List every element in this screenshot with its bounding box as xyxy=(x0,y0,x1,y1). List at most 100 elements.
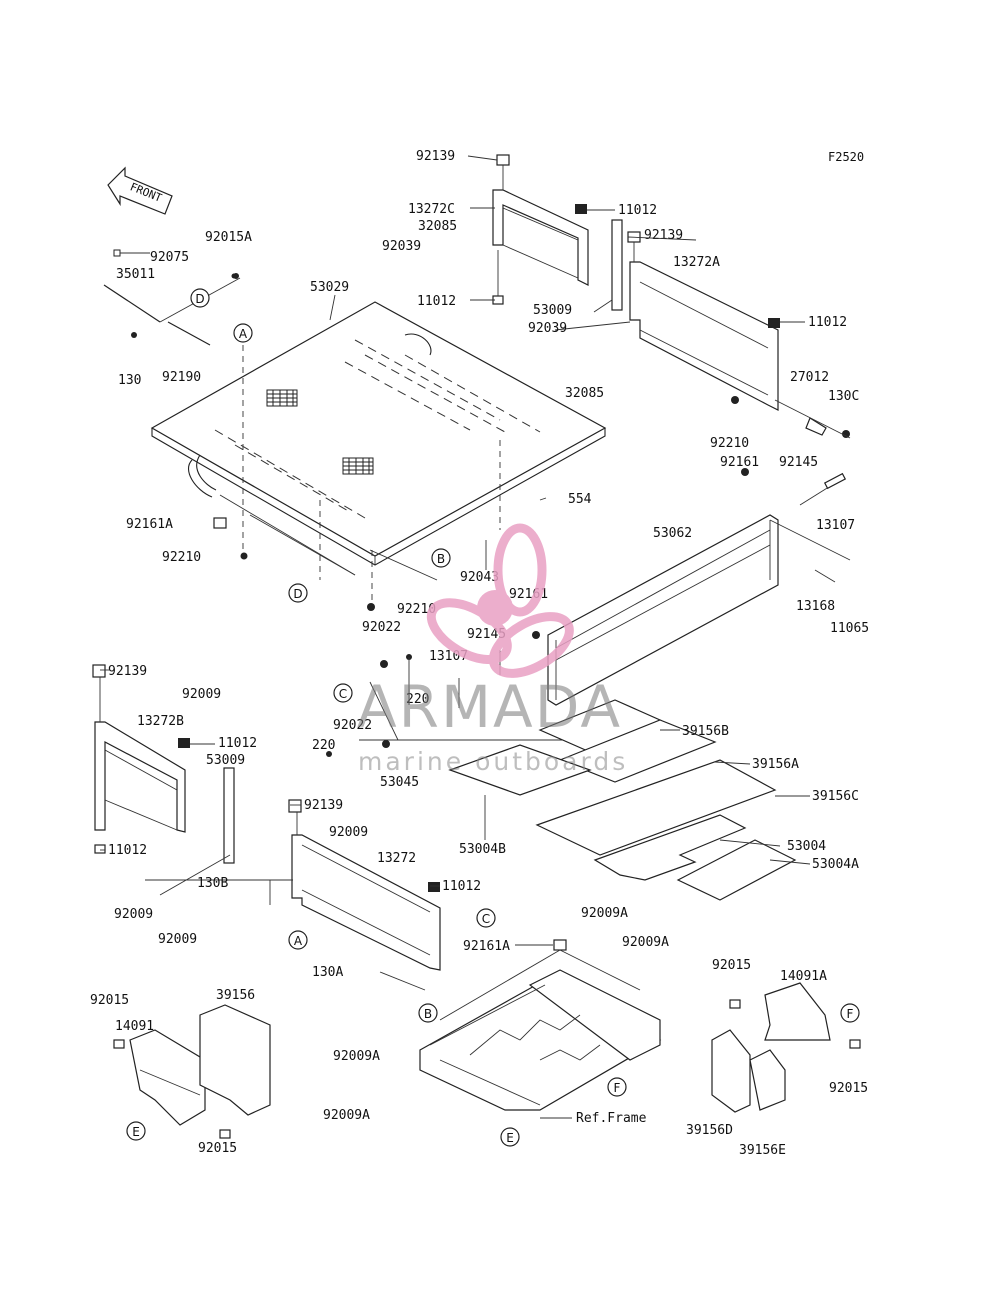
svg-text:F: F xyxy=(847,1007,854,1021)
svg-text:A: A xyxy=(294,934,303,948)
part-label: 53009 xyxy=(533,303,572,318)
part-label: 11012 xyxy=(808,315,847,330)
gate-13272C xyxy=(492,154,589,305)
part-label: 39156E xyxy=(739,1143,786,1158)
part-label: 92015 xyxy=(90,993,129,1008)
watermark-brand: ARMADA xyxy=(357,673,622,741)
part-label: 32085 xyxy=(418,219,457,234)
part-label: 92009A xyxy=(323,1108,370,1123)
part-label: 39156C xyxy=(812,789,859,804)
svg-text:C: C xyxy=(482,912,490,926)
part-label: 92161 xyxy=(720,455,759,470)
cover-14091A xyxy=(729,982,861,1049)
svg-text:B: B xyxy=(424,1007,432,1021)
callout-E-frame: E xyxy=(500,1127,520,1147)
part-label: 92015 xyxy=(829,1081,868,1096)
part-label: 554 xyxy=(568,492,592,507)
reference-frame xyxy=(419,939,662,1111)
callout-E-left: E xyxy=(126,1121,146,1141)
part-label: 220 xyxy=(312,738,335,753)
part-label: 39156D xyxy=(686,1123,733,1138)
part-label: 92015 xyxy=(198,1141,237,1156)
part-label: 92139 xyxy=(416,149,455,164)
part-label: 130B xyxy=(197,876,228,891)
svg-text:D: D xyxy=(195,292,204,306)
callout-C-bottom: C xyxy=(476,908,496,928)
part-label: 92075 xyxy=(150,250,189,265)
part-label: 130C xyxy=(828,389,859,404)
callout-A-bottom: A xyxy=(288,930,308,950)
part-label: 14091 xyxy=(115,1019,154,1034)
part-label: 14091A xyxy=(780,969,827,984)
part-label: 13107 xyxy=(816,518,855,533)
part-label: 92161A xyxy=(463,939,510,954)
fasteners xyxy=(231,273,749,757)
part-label: 92009A xyxy=(622,935,669,950)
watermark-tagline: marine outboards xyxy=(358,747,628,776)
part-label: 92210 xyxy=(710,436,749,451)
part-label: 92210 xyxy=(162,550,201,565)
part-label: 53004A xyxy=(812,857,859,872)
part-label: 92015A xyxy=(205,230,252,245)
part-labels: 92139 13272C 32085 92039 11012 11012 921… xyxy=(90,149,869,1158)
part-label: 39156 xyxy=(216,988,255,1003)
part-label: 92139 xyxy=(304,798,343,813)
part-label: 92145 xyxy=(779,455,818,470)
callout-A-top: A xyxy=(233,323,253,343)
callout-B-bottom: B xyxy=(418,1003,438,1023)
part-label: 92210 xyxy=(397,602,436,617)
part-label: 92039 xyxy=(528,321,567,336)
part-label: 11012 xyxy=(618,203,657,218)
callout-D-top: D xyxy=(190,288,210,308)
callout-B-top: B xyxy=(431,548,451,568)
part-label: 92022 xyxy=(333,718,372,733)
part-label: 11012 xyxy=(417,294,456,309)
part-label: 13168 xyxy=(796,599,835,614)
part-label: 13272C xyxy=(408,202,455,217)
part-label: 92009A xyxy=(333,1049,380,1064)
part-label: 53004B xyxy=(459,842,506,857)
propeller-logo-icon xyxy=(426,523,574,678)
part-label-53029: 53029 xyxy=(310,280,349,295)
watermark: ARMADA marine outboards xyxy=(357,523,628,776)
part-label: 11012 xyxy=(218,736,257,751)
part-label: 92009 xyxy=(182,687,221,702)
cover-14091 xyxy=(113,1029,231,1139)
part-label: 11012 xyxy=(108,843,147,858)
part-label: 92139 xyxy=(644,228,683,243)
part-label: 92043 xyxy=(460,570,499,585)
figure-code: F2520 xyxy=(828,150,864,164)
part-label: 35011 xyxy=(116,267,155,282)
part-label: 92009 xyxy=(114,907,153,922)
part-label: 92015 xyxy=(712,958,751,973)
part-label: 27012 xyxy=(790,370,829,385)
part-label: 39156A xyxy=(752,757,799,772)
svg-text:B: B xyxy=(437,552,445,566)
part-label: 92190 xyxy=(162,370,201,385)
part-label: 92039 xyxy=(382,239,421,254)
callout-F-right: F xyxy=(840,1003,860,1023)
svg-text:F: F xyxy=(614,1081,621,1095)
part-label: 13272 xyxy=(377,851,416,866)
part-label: 92022 xyxy=(362,620,401,635)
svg-text:D: D xyxy=(293,587,302,601)
part-label: 11012 xyxy=(442,879,481,894)
part-label: 53062 xyxy=(653,526,692,541)
front-arrow-icon: FRONT xyxy=(107,166,173,215)
callout-C-top: C xyxy=(333,683,353,703)
callout-F-frame: F xyxy=(607,1077,627,1097)
part-label: 53009 xyxy=(206,753,245,768)
side-panel-13272A xyxy=(611,219,780,411)
part-label: 92009A xyxy=(581,906,628,921)
pads-39156-DE xyxy=(711,1029,786,1113)
ref-frame-label: Ref.Frame xyxy=(576,1111,647,1126)
part-label: 32085 xyxy=(565,386,604,401)
part-label: 92009 xyxy=(158,932,197,947)
part-label: 13272B xyxy=(137,714,184,729)
part-label: 53045 xyxy=(380,775,419,790)
part-label: 92009 xyxy=(329,825,368,840)
side-frame-53062 xyxy=(547,514,779,706)
gate-13272 xyxy=(288,799,441,971)
